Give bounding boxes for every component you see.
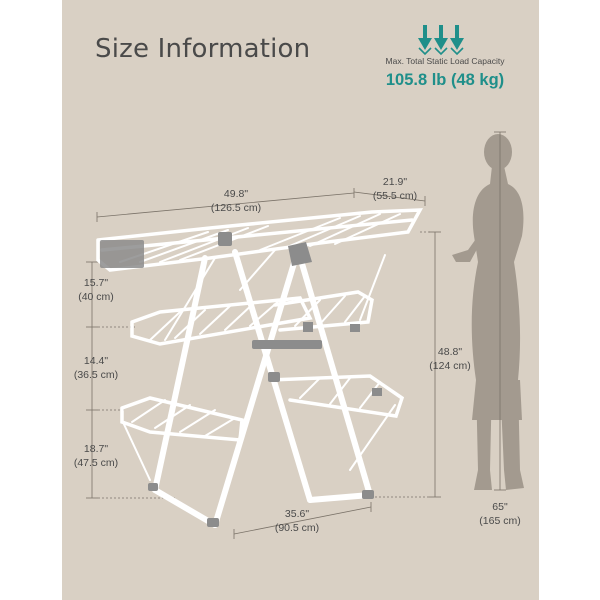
width-in: 49.8" <box>223 188 249 200</box>
person-height-in: 65" <box>492 501 508 513</box>
drying-rack <box>96 208 424 528</box>
dimension-lines <box>86 131 506 539</box>
tier3-dimension: 18.7" (47.5 cm) <box>66 442 126 470</box>
tier3-cm: (47.5 cm) <box>73 457 119 469</box>
base-dimension: 35.6" (90.5 cm) <box>262 507 332 535</box>
tier1-dimension: 15.7" (40 cm) <box>66 276 126 304</box>
load-capacity-label: Max. Total Static Load Capacity <box>385 56 505 66</box>
height-in: 48.8" <box>437 346 463 358</box>
person-height-cm: (165 cm) <box>479 515 521 527</box>
height-cm: (124 cm) <box>429 360 471 372</box>
width-dimension: 49.8" (126.5 cm) <box>196 187 276 215</box>
load-capacity-value: 105.8 lb (48 kg) <box>385 71 505 89</box>
width-cm: (126.5 cm) <box>210 202 262 214</box>
person-silhouette <box>452 134 524 490</box>
tier2-in: 14.4" <box>83 355 109 367</box>
depth-top-cm: (55.5 cm) <box>372 190 418 202</box>
down-arrows-icon <box>418 25 464 56</box>
page-title: Size Information <box>95 34 311 64</box>
tier2-cm: (36.5 cm) <box>73 369 119 381</box>
base-cm: (90.5 cm) <box>274 522 320 534</box>
depth-top-in: 21.9" <box>382 176 408 188</box>
depth-top-dimension: 21.9" (55.5 cm) <box>360 175 430 203</box>
base-in: 35.6" <box>284 508 310 520</box>
tier2-dimension: 14.4" (36.5 cm) <box>66 354 126 382</box>
rack-clips <box>100 232 382 527</box>
tier3-in: 18.7" <box>83 443 109 455</box>
tier1-cm: (40 cm) <box>78 291 114 303</box>
person-height-dimension: 65" (165 cm) <box>470 500 530 528</box>
tier1-in: 15.7" <box>83 277 109 289</box>
height-dimension: 48.8" (124 cm) <box>420 345 480 373</box>
